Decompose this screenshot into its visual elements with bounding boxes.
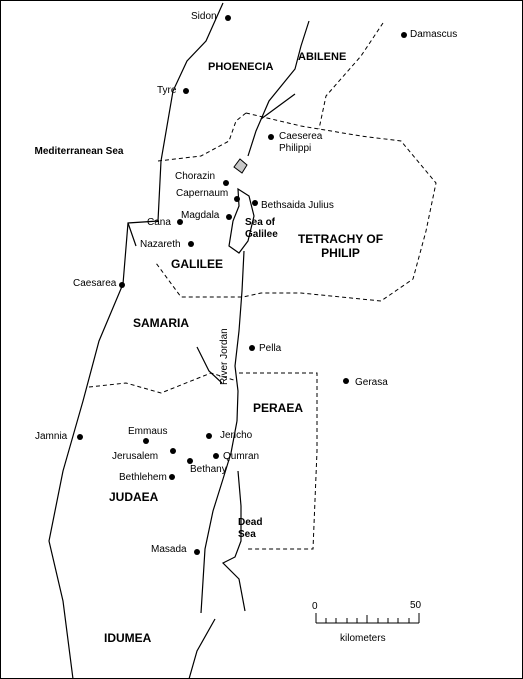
region-galilee: GALILEE <box>171 257 224 271</box>
border-phoenecia-galilee <box>157 112 247 162</box>
label-sea-of-galilee: Sea of Galilee <box>245 217 278 240</box>
city-bethsaida: Bethsaida Julius <box>261 200 334 211</box>
city-pella: Pella <box>259 343 282 354</box>
dot-bethsaida <box>252 200 258 206</box>
coastline <box>48 2 224 678</box>
scale-bar <box>315 613 420 624</box>
headland <box>127 222 137 247</box>
dot-jerusalem <box>170 448 176 454</box>
dot-nazareth <box>188 241 194 247</box>
scale-unit: kilometers <box>340 633 386 644</box>
dot-qumran <box>213 453 219 459</box>
city-jamnia: Jamnia <box>35 431 68 442</box>
city-nazareth: Nazareth <box>140 239 181 250</box>
lake-huleh <box>233 158 248 174</box>
city-caeserea-philippi: Caeserea Philippi <box>279 131 323 154</box>
dot-masada <box>194 549 200 555</box>
region-phoenecia: PHOENECIA <box>208 61 274 73</box>
jordan-tributary <box>196 346 223 384</box>
city-emmaus: Emmaus <box>128 426 168 437</box>
city-jerusalem: Jerusalem <box>112 451 159 462</box>
dot-cana <box>177 219 183 225</box>
city-caesarea: Caesarea <box>73 278 117 289</box>
city-cana: Cana <box>147 217 171 228</box>
dot-bethlehem <box>169 474 175 480</box>
border-abilene <box>318 22 384 130</box>
border-peraea <box>239 372 318 550</box>
dot-jamnia <box>77 434 83 440</box>
region-peraea: PERAEA <box>253 401 304 415</box>
label-dead-sea: Dead Sea <box>238 517 263 540</box>
label-mediterranean: Mediterranean Sea <box>34 146 124 157</box>
scale-max: 50 <box>410 600 422 611</box>
upper-river <box>247 20 310 157</box>
south-river <box>188 618 216 678</box>
city-sidon: Sidon <box>191 11 217 22</box>
city-jericho: Jericho <box>220 430 253 441</box>
city-chorazin: Chorazin <box>175 171 216 182</box>
jordan-river <box>234 250 245 422</box>
border-samaria-judaea <box>88 372 238 394</box>
city-capernaum: Capernaum <box>176 188 229 199</box>
city-magdala: Magdala <box>181 210 220 221</box>
city-masada: Masada <box>151 544 187 555</box>
region-samaria: SAMARIA <box>133 316 189 330</box>
dot-chorazin <box>223 180 229 186</box>
label-river-jordan: River Jordan <box>219 328 230 385</box>
dot-sidon <box>225 15 231 21</box>
dot-damascus <box>401 32 407 38</box>
city-damascus: Damascus <box>410 29 458 40</box>
dot-tyre <box>183 88 189 94</box>
region-tetrachy: TETRACHY OF PHILIP <box>297 232 384 260</box>
upper-tributary <box>260 93 296 120</box>
dot-caeserea-philippi <box>268 134 274 140</box>
dot-gerasa <box>343 378 349 384</box>
city-bethany: Bethany <box>190 464 227 475</box>
border-tetrachy <box>155 112 437 302</box>
city-bethlehem: Bethlehem <box>119 472 167 483</box>
scale-min: 0 <box>312 601 318 612</box>
dead-sea-west <box>200 420 238 614</box>
region-abilene: ABILENE <box>298 51 347 63</box>
dot-jericho <box>206 433 212 439</box>
dot-magdala <box>226 214 232 220</box>
dot-bethany <box>187 458 193 464</box>
region-idumea: IDUMEA <box>104 631 152 645</box>
city-qumran: Qumran <box>223 451 260 462</box>
city-tyre: Tyre <box>157 85 177 96</box>
dot-caesarea <box>119 282 125 288</box>
dot-pella <box>249 345 255 351</box>
dot-capernaum <box>234 196 240 202</box>
region-judaea: JUDAEA <box>109 490 159 504</box>
city-gerasa: Gerasa <box>355 377 388 388</box>
dot-emmaus <box>143 438 149 444</box>
sea-of-galilee <box>228 187 255 254</box>
dead-sea-east <box>221 470 246 612</box>
